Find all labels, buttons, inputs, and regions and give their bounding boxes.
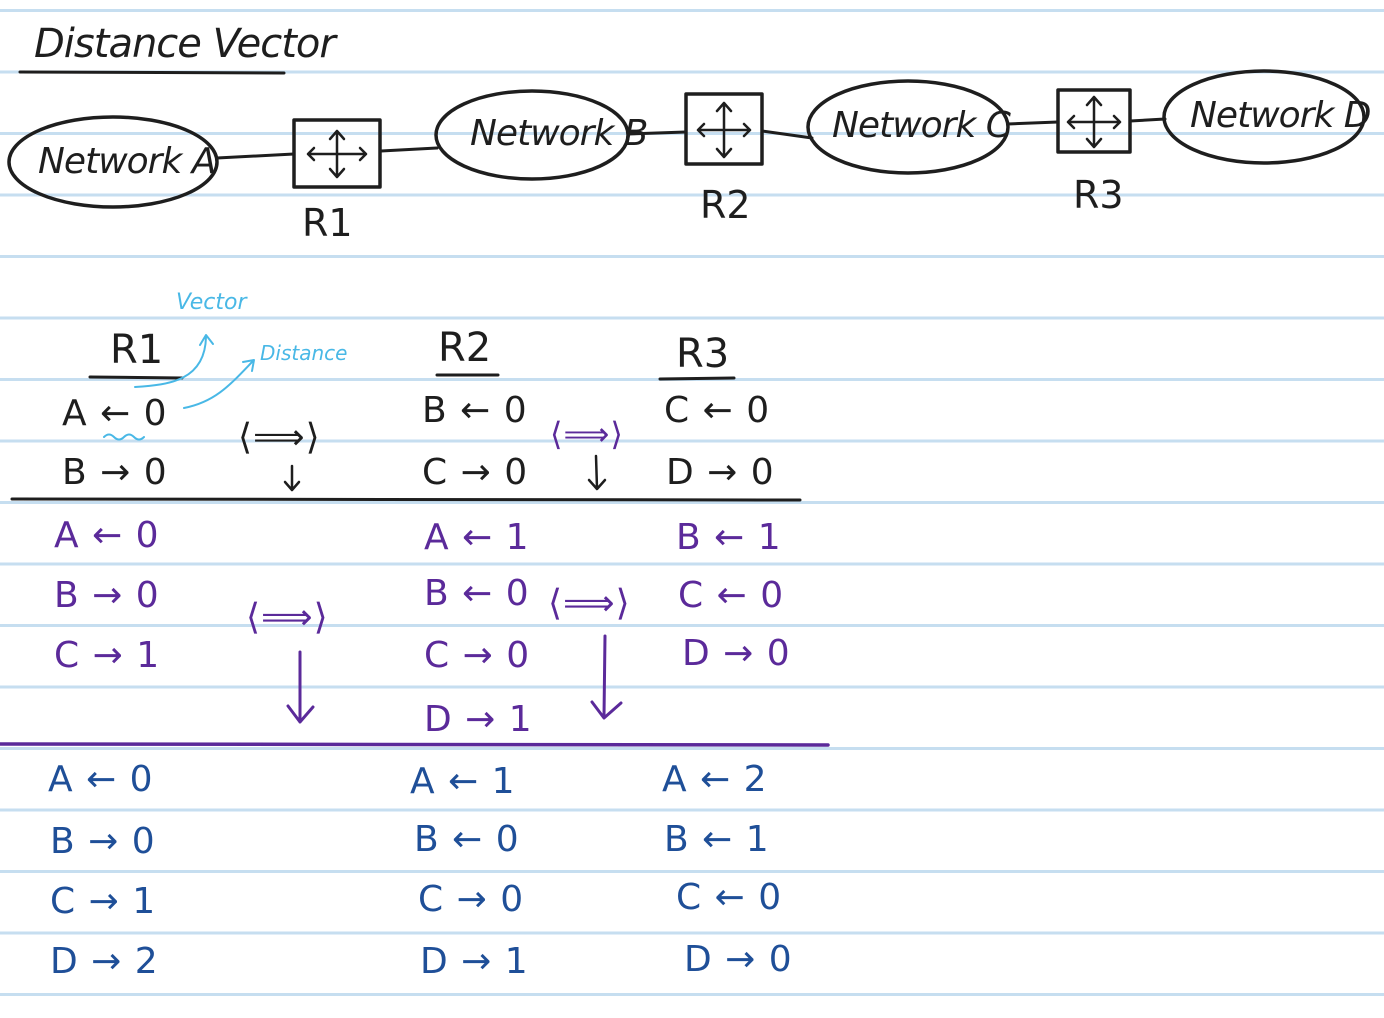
round2-r2-entry: A ← 1 [424,517,530,558]
round3-r2-entry: D → 1 [420,941,529,982]
vector-annotation-arrow [134,334,214,388]
table-header-r3: R3 [676,331,730,377]
round2-r3-entry: C ← 0 [678,575,785,616]
round2-r3-entry: D → 0 [682,633,791,674]
round1-r3-entry: C ← 0 [664,390,771,431]
round2-divider [0,742,830,747]
round1-r2-entry: C → 0 [422,452,529,493]
r1-header-underline [88,375,184,380]
round1-divider [10,497,802,502]
round2-r1-entry: A ← 0 [54,515,160,556]
r3-header-underline [658,376,736,381]
round1-r1-entry: A ← 0 [62,393,168,434]
round3-r3-entry: B ← 1 [664,819,770,860]
network-c-bubble [806,79,1010,175]
link-b-r2 [626,130,688,136]
round3-r1-entry: C → 1 [50,881,157,922]
round1-r2-entry: B ← 0 [422,390,528,431]
round1-r3-entry: D → 0 [666,452,775,493]
table-header-r1: R1 [110,327,164,373]
round3-r1-entry: D → 2 [50,941,159,982]
round1-exchange-r2-r3: ⟨⟹⟩ [550,415,624,453]
router-r3-icon [1056,88,1132,154]
round2-exchange-r1-r2: ⟨⟹⟩ [246,597,329,638]
link-r1-b [378,146,439,153]
link-r2-c [760,129,814,140]
round3-r2-entry: A ← 1 [410,761,516,802]
round2-down-arrow-2 [590,634,623,720]
distance-annotation-arrow [183,359,255,409]
network-a-label: Network A [38,141,216,182]
network-c-label: Network C [832,105,1011,146]
title-underline [18,70,286,75]
link-a-r1 [215,152,296,160]
round1-down-arrow-2 [587,454,607,491]
round1-down-arrow-1 [283,464,301,492]
round3-r1-entry: A ← 0 [48,759,154,800]
round2-r1-entry: B → 0 [54,575,160,616]
round2-r1-entry: C → 1 [54,635,161,676]
network-d-label: Network D [1190,95,1371,136]
network-d-bubble [1162,69,1366,165]
round2-r2-entry: B ← 0 [424,573,530,614]
round3-r2-entry: C → 0 [418,879,525,920]
link-c-r3 [1006,120,1060,126]
network-a-bubble [7,115,219,209]
link-r3-d [1128,117,1167,123]
round3-r3-entry: D → 0 [684,939,793,980]
round1-exchange-r1-r2: ⟨⟹⟩ [238,417,321,458]
router-r2-icon [684,92,764,166]
vector-squiggle [103,433,145,441]
router-r3-label: R3 [1073,173,1124,217]
round3-r3-entry: C ← 0 [676,877,783,918]
distance-annotation: Distance [260,341,348,365]
round2-down-arrow-1 [286,650,315,724]
round3-r3-entry: A ← 2 [662,759,768,800]
router-r1-label: R1 [302,201,353,245]
round2-r3-entry: B ← 1 [676,517,782,558]
round1-r1-entry: B → 0 [62,452,168,493]
round3-r2-entry: B ← 0 [414,819,520,860]
vector-annotation: Vector [176,290,247,315]
round2-r2-entry: D → 1 [424,699,533,740]
table-header-r2: R2 [438,325,492,371]
network-b-label: Network B [470,113,648,154]
router-r2-label: R2 [700,183,751,227]
round2-r2-entry: C → 0 [424,635,531,676]
round3-r1-entry: B → 0 [50,821,156,862]
router-r1-icon [292,118,382,189]
round2-exchange-r2-r3: ⟨⟹⟩ [548,583,631,624]
page-title: Distance Vector [34,21,336,67]
